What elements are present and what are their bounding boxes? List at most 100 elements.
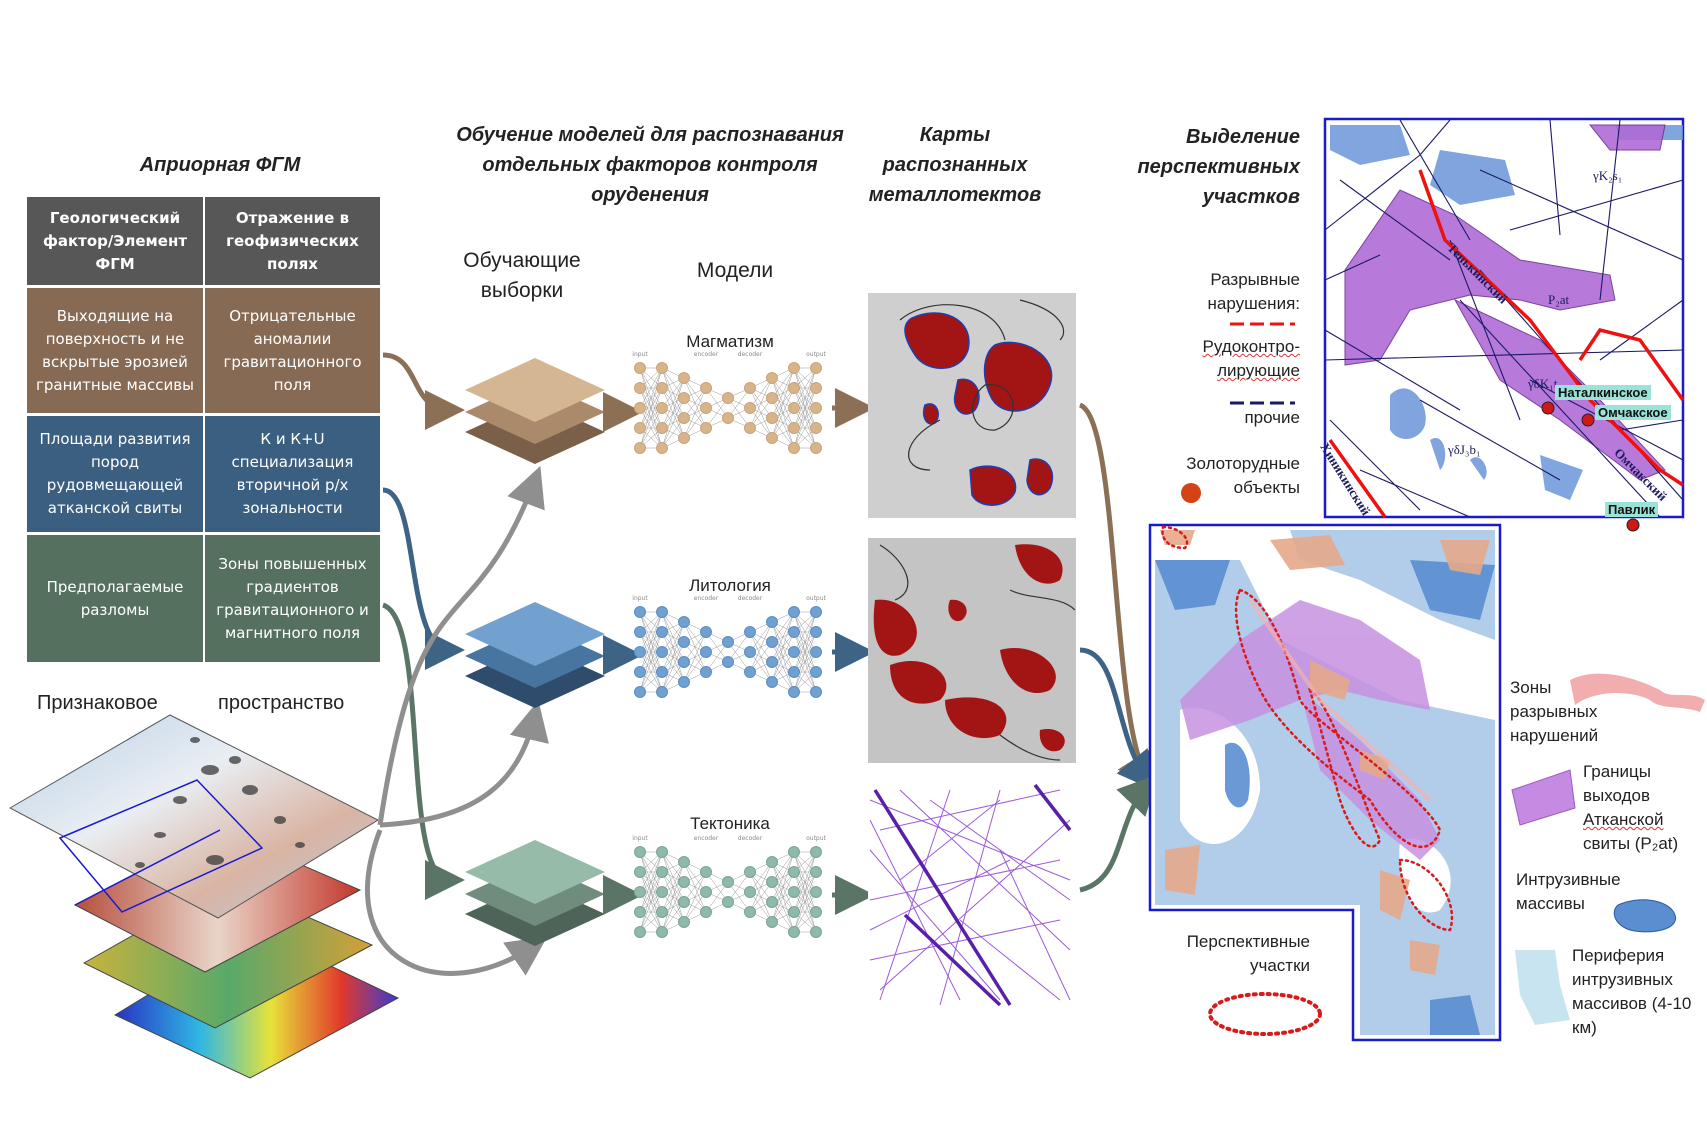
nn-node	[678, 856, 690, 868]
nn-edge	[749, 881, 773, 913]
nn-node	[810, 606, 822, 618]
nn-edge	[661, 377, 685, 409]
samples-tectonics-stack	[465, 840, 605, 946]
nn-edge	[771, 407, 795, 439]
nn-edge	[771, 651, 795, 683]
nn-node	[766, 432, 778, 444]
nn-edge	[771, 387, 795, 439]
nn-edge	[661, 661, 685, 693]
nn-node	[766, 676, 778, 688]
tectonic-lineament	[869, 819, 961, 1001]
nn-edge	[683, 891, 707, 923]
nn-node	[700, 906, 712, 918]
nn-edge	[639, 407, 663, 449]
nn-node	[634, 906, 646, 918]
nn-node	[656, 866, 668, 878]
gold-object-natalkinskoe	[1541, 401, 1555, 415]
table-row-1-field: Отрицательные аномалии гравитационного п…	[205, 288, 380, 413]
nn-node	[678, 656, 690, 668]
nn-node	[788, 926, 800, 938]
nn-edge	[683, 387, 707, 419]
legend-fault-zones: Зоны разрывных нарушений	[1510, 678, 1599, 745]
nn-edge	[639, 611, 663, 693]
nn-edge	[683, 387, 707, 439]
nn-node	[744, 626, 756, 638]
nn-edge	[661, 861, 685, 913]
nn-node	[788, 666, 800, 678]
nn-node	[722, 412, 734, 424]
nn-node	[700, 626, 712, 638]
nn-edge	[683, 631, 707, 683]
samples-magmatism-stack	[465, 358, 605, 464]
map-label-gdk1: γδK₁t₁	[1528, 376, 1562, 391]
nn-node	[810, 402, 822, 414]
nn-layer-label: input	[632, 595, 648, 602]
nn-edge	[639, 367, 663, 409]
nn-node	[788, 906, 800, 918]
legend-gold-objects: Золоторудные объекты	[1186, 454, 1300, 497]
nn-edge	[793, 851, 817, 893]
training-header: Обучение моделей для распознавания отдел…	[456, 124, 844, 206]
nn-node	[722, 876, 734, 888]
nn-node	[744, 422, 756, 434]
nn-node	[788, 382, 800, 394]
nn-node	[788, 626, 800, 638]
nn-edge	[793, 367, 817, 449]
maps-header: Карты распознанных металлотектов	[868, 124, 1042, 206]
nn-layer-label: decoder	[738, 595, 763, 602]
nn-node	[678, 372, 690, 384]
table-header-field: Отражение в геофизических полях	[205, 197, 380, 285]
nn-node	[766, 856, 778, 868]
nn-edge	[793, 891, 817, 933]
nn-node	[656, 666, 668, 678]
nn-node	[678, 876, 690, 888]
nn-node	[810, 686, 822, 698]
nn-node	[656, 422, 668, 434]
legend-prospective: Перспективные участки	[1186, 932, 1310, 975]
nn-node	[634, 362, 646, 374]
nn-edge	[661, 621, 685, 693]
nn-node	[766, 392, 778, 404]
nn-edge	[749, 861, 773, 913]
nn-node	[700, 422, 712, 434]
nn-node	[810, 926, 822, 938]
nn-node	[700, 666, 712, 678]
nn-node	[634, 646, 646, 658]
nn-node	[700, 402, 712, 414]
nn-node	[656, 626, 668, 638]
nn-node	[656, 646, 668, 658]
nn-node	[700, 886, 712, 898]
prospective-map	[1148, 523, 1502, 1042]
nn-edge	[661, 397, 685, 449]
legend-intrusive: Интрузивные массивы	[1516, 870, 1621, 913]
selection-header: Выделение перспективных участков	[1137, 126, 1300, 208]
tectonic-lineament	[899, 789, 1071, 951]
nn-edge	[771, 851, 795, 923]
nn-edge	[639, 851, 663, 893]
nn-edge	[793, 367, 817, 409]
legend-atkan-bounds-line3: свиты (P₂at)	[1583, 834, 1679, 853]
tectonic-lineament	[869, 849, 1001, 1001]
legend-atkan-bounds-line2: Атканской	[1583, 810, 1664, 829]
nn-edge	[661, 377, 685, 449]
tectonic-lineament	[879, 819, 1071, 991]
nn-node	[634, 422, 646, 434]
map-lithology	[868, 538, 1076, 763]
nn-node	[766, 616, 778, 628]
nn-edge	[661, 881, 685, 933]
model-lithology-label: Литология	[689, 576, 771, 595]
table-row-3-field: Зоны повышенных градиентов гравитационно…	[205, 535, 380, 662]
nn-edge	[639, 871, 663, 933]
model-tectonics-label: Тектоника	[690, 814, 770, 833]
tectonic-lineament	[879, 789, 951, 1001]
nn-edge	[727, 631, 751, 663]
tectonic-lineament	[869, 919, 1061, 961]
legend-periphery: Периферия интрузивных массивов (4-10 км)	[1572, 946, 1692, 1037]
nn-node	[766, 372, 778, 384]
nn-node	[700, 382, 712, 394]
nn-node	[634, 846, 646, 858]
nn-edge	[639, 387, 663, 449]
